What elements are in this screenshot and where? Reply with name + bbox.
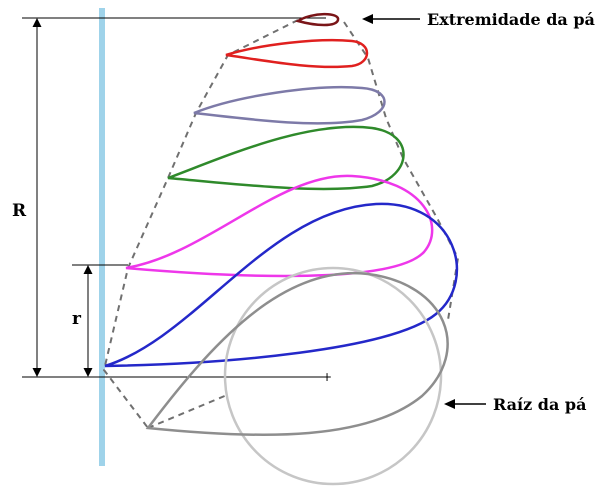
R-dimension-arrow bbox=[32, 18, 42, 377]
tip-callout-arrow bbox=[362, 14, 420, 24]
airfoil-section-2 bbox=[225, 38, 369, 69]
root-axis-plus-mark: + bbox=[322, 370, 332, 384]
airfoil-section-3 bbox=[193, 85, 386, 125]
airfoil-section-tip bbox=[294, 12, 340, 27]
airfoil-section-5 bbox=[125, 174, 434, 278]
blade-envelope-dashed bbox=[102, 19, 460, 429]
R-label: R bbox=[12, 201, 27, 221]
blade-root-circle bbox=[223, 266, 443, 486]
root-callout-arrow bbox=[444, 399, 486, 409]
blade-axis-shaft bbox=[99, 8, 105, 466]
airfoil-section-root bbox=[145, 271, 449, 437]
r-dimension-arrow bbox=[83, 265, 93, 377]
airfoil-section-4 bbox=[167, 125, 405, 191]
r-label: r bbox=[72, 309, 82, 329]
tip-label: Extremidade da pá bbox=[427, 10, 595, 29]
airfoil-section-6 bbox=[104, 202, 459, 368]
root-label: Raíz da pá bbox=[493, 395, 586, 414]
